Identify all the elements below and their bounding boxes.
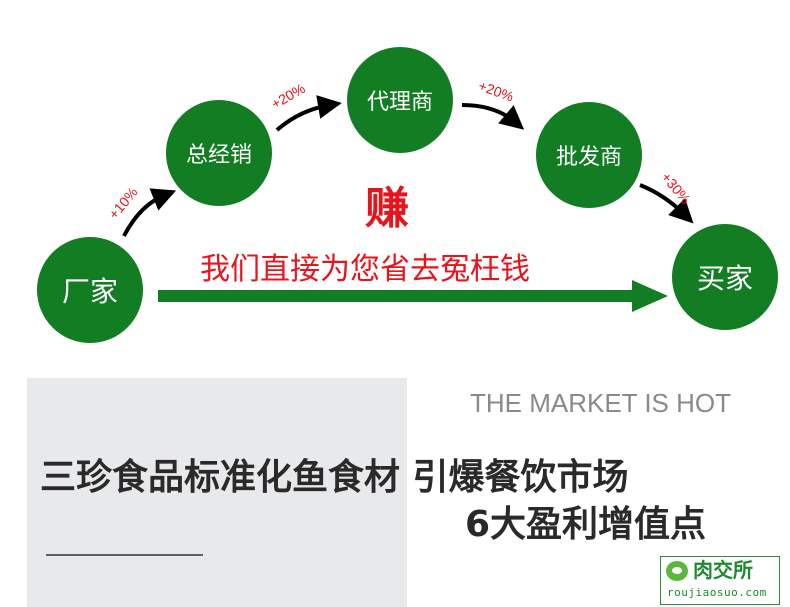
arrow-1: [122, 188, 177, 237]
direct-arrow-shaft: [158, 290, 638, 302]
watermark-url: roujiaosuo.com: [667, 586, 767, 599]
node-wholesaler: 批发商: [536, 102, 642, 208]
node-manufacturer: 厂家: [37, 237, 143, 343]
watermark-logo: 肉交所 roujiaosuo.com: [660, 556, 780, 605]
subtitle-en: THE MARKET IS HOT: [470, 388, 731, 418]
gray-background-block: [27, 378, 407, 607]
direct-arrow-head: [632, 280, 668, 312]
node-general-distributor: 总经销: [166, 100, 272, 206]
watermark-name: 肉交所: [693, 558, 753, 582]
arrow-3: [461, 103, 525, 130]
node-buyer: 买家: [672, 224, 778, 330]
earn-text: 赚: [365, 183, 409, 234]
node-agent: 代理商: [347, 47, 453, 153]
logo-icon: [666, 561, 688, 581]
slogan-text: 我们直接为您省去冤枉钱: [200, 252, 530, 287]
arrow-2: [275, 95, 342, 132]
subheadline: 6大盈利增值点: [465, 504, 707, 545]
headline: 三珍食品标准化鱼食材 引爆餐饮市场: [40, 457, 629, 498]
arrow-4: [639, 183, 694, 224]
